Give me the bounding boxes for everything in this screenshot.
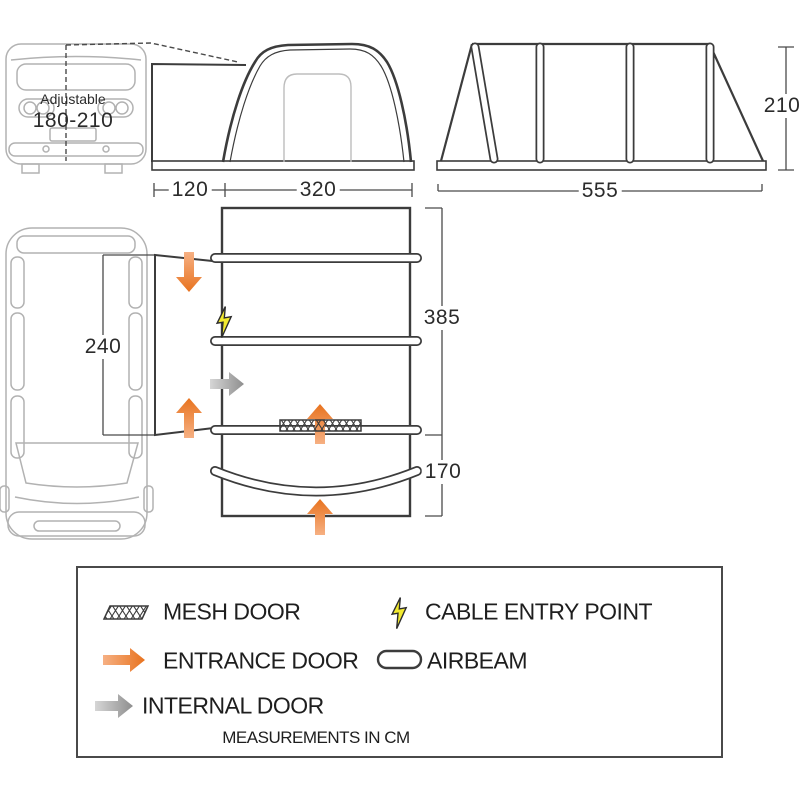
- van-adjustable-range: 180-210: [32, 109, 114, 132]
- tunnel-front-view: [151, 62, 247, 162]
- side-view-ground-bar: [436, 160, 767, 171]
- dim-label-connection: 240: [81, 335, 125, 359]
- awning-front-view: [221, 42, 413, 163]
- van-rear-view: [5, 43, 147, 174]
- internal-door-arrow: [210, 372, 244, 396]
- airbeam-poles: [470, 42, 715, 164]
- mesh-door-strip: [279, 419, 362, 432]
- legend-label-entrance-door: ENTRANCE DOOR: [163, 647, 359, 674]
- entrance-door-arrow-front: [307, 499, 333, 535]
- dim-label-porch-depth: 170: [421, 460, 465, 484]
- dim-label-height: 210: [760, 94, 800, 118]
- dim-label-length: 555: [578, 179, 622, 203]
- van-top-view: [0, 227, 154, 540]
- legend-label-internal-door: INTERNAL DOOR: [142, 692, 324, 719]
- dim-label-main-depth: 385: [420, 306, 464, 330]
- van-adjustable-label: Adjustable: [40, 91, 106, 107]
- dim-label-tunnel-width: 120: [168, 178, 212, 202]
- front-view-ground-bar: [151, 160, 415, 171]
- airbeam-icon: [376, 649, 423, 670]
- entrance-door-arrow-icon: [103, 648, 145, 672]
- cable-entry-point-icon: [390, 597, 408, 629]
- mesh-door-icon: [102, 605, 150, 620]
- tunnel-outline-dashed: [65, 42, 239, 161]
- entrance-door-arrow-tunnel-top: [176, 252, 202, 292]
- entrance-door-arrow-tunnel-bottom: [176, 398, 202, 438]
- legend-label-airbeam: AIRBEAM: [427, 647, 528, 674]
- legend-label-cable-entry: CABLE ENTRY POINT: [425, 598, 653, 625]
- dim-label-awning-width: 320: [296, 178, 340, 202]
- internal-door-arrow-icon: [95, 694, 133, 718]
- legend-label-mesh-door: MESH DOOR: [163, 598, 301, 625]
- cable-entry-point-icon-plan: [215, 306, 233, 338]
- awning-side-view: [439, 42, 765, 162]
- legend-units-note: MEASUREMENTS IN CM: [222, 728, 410, 747]
